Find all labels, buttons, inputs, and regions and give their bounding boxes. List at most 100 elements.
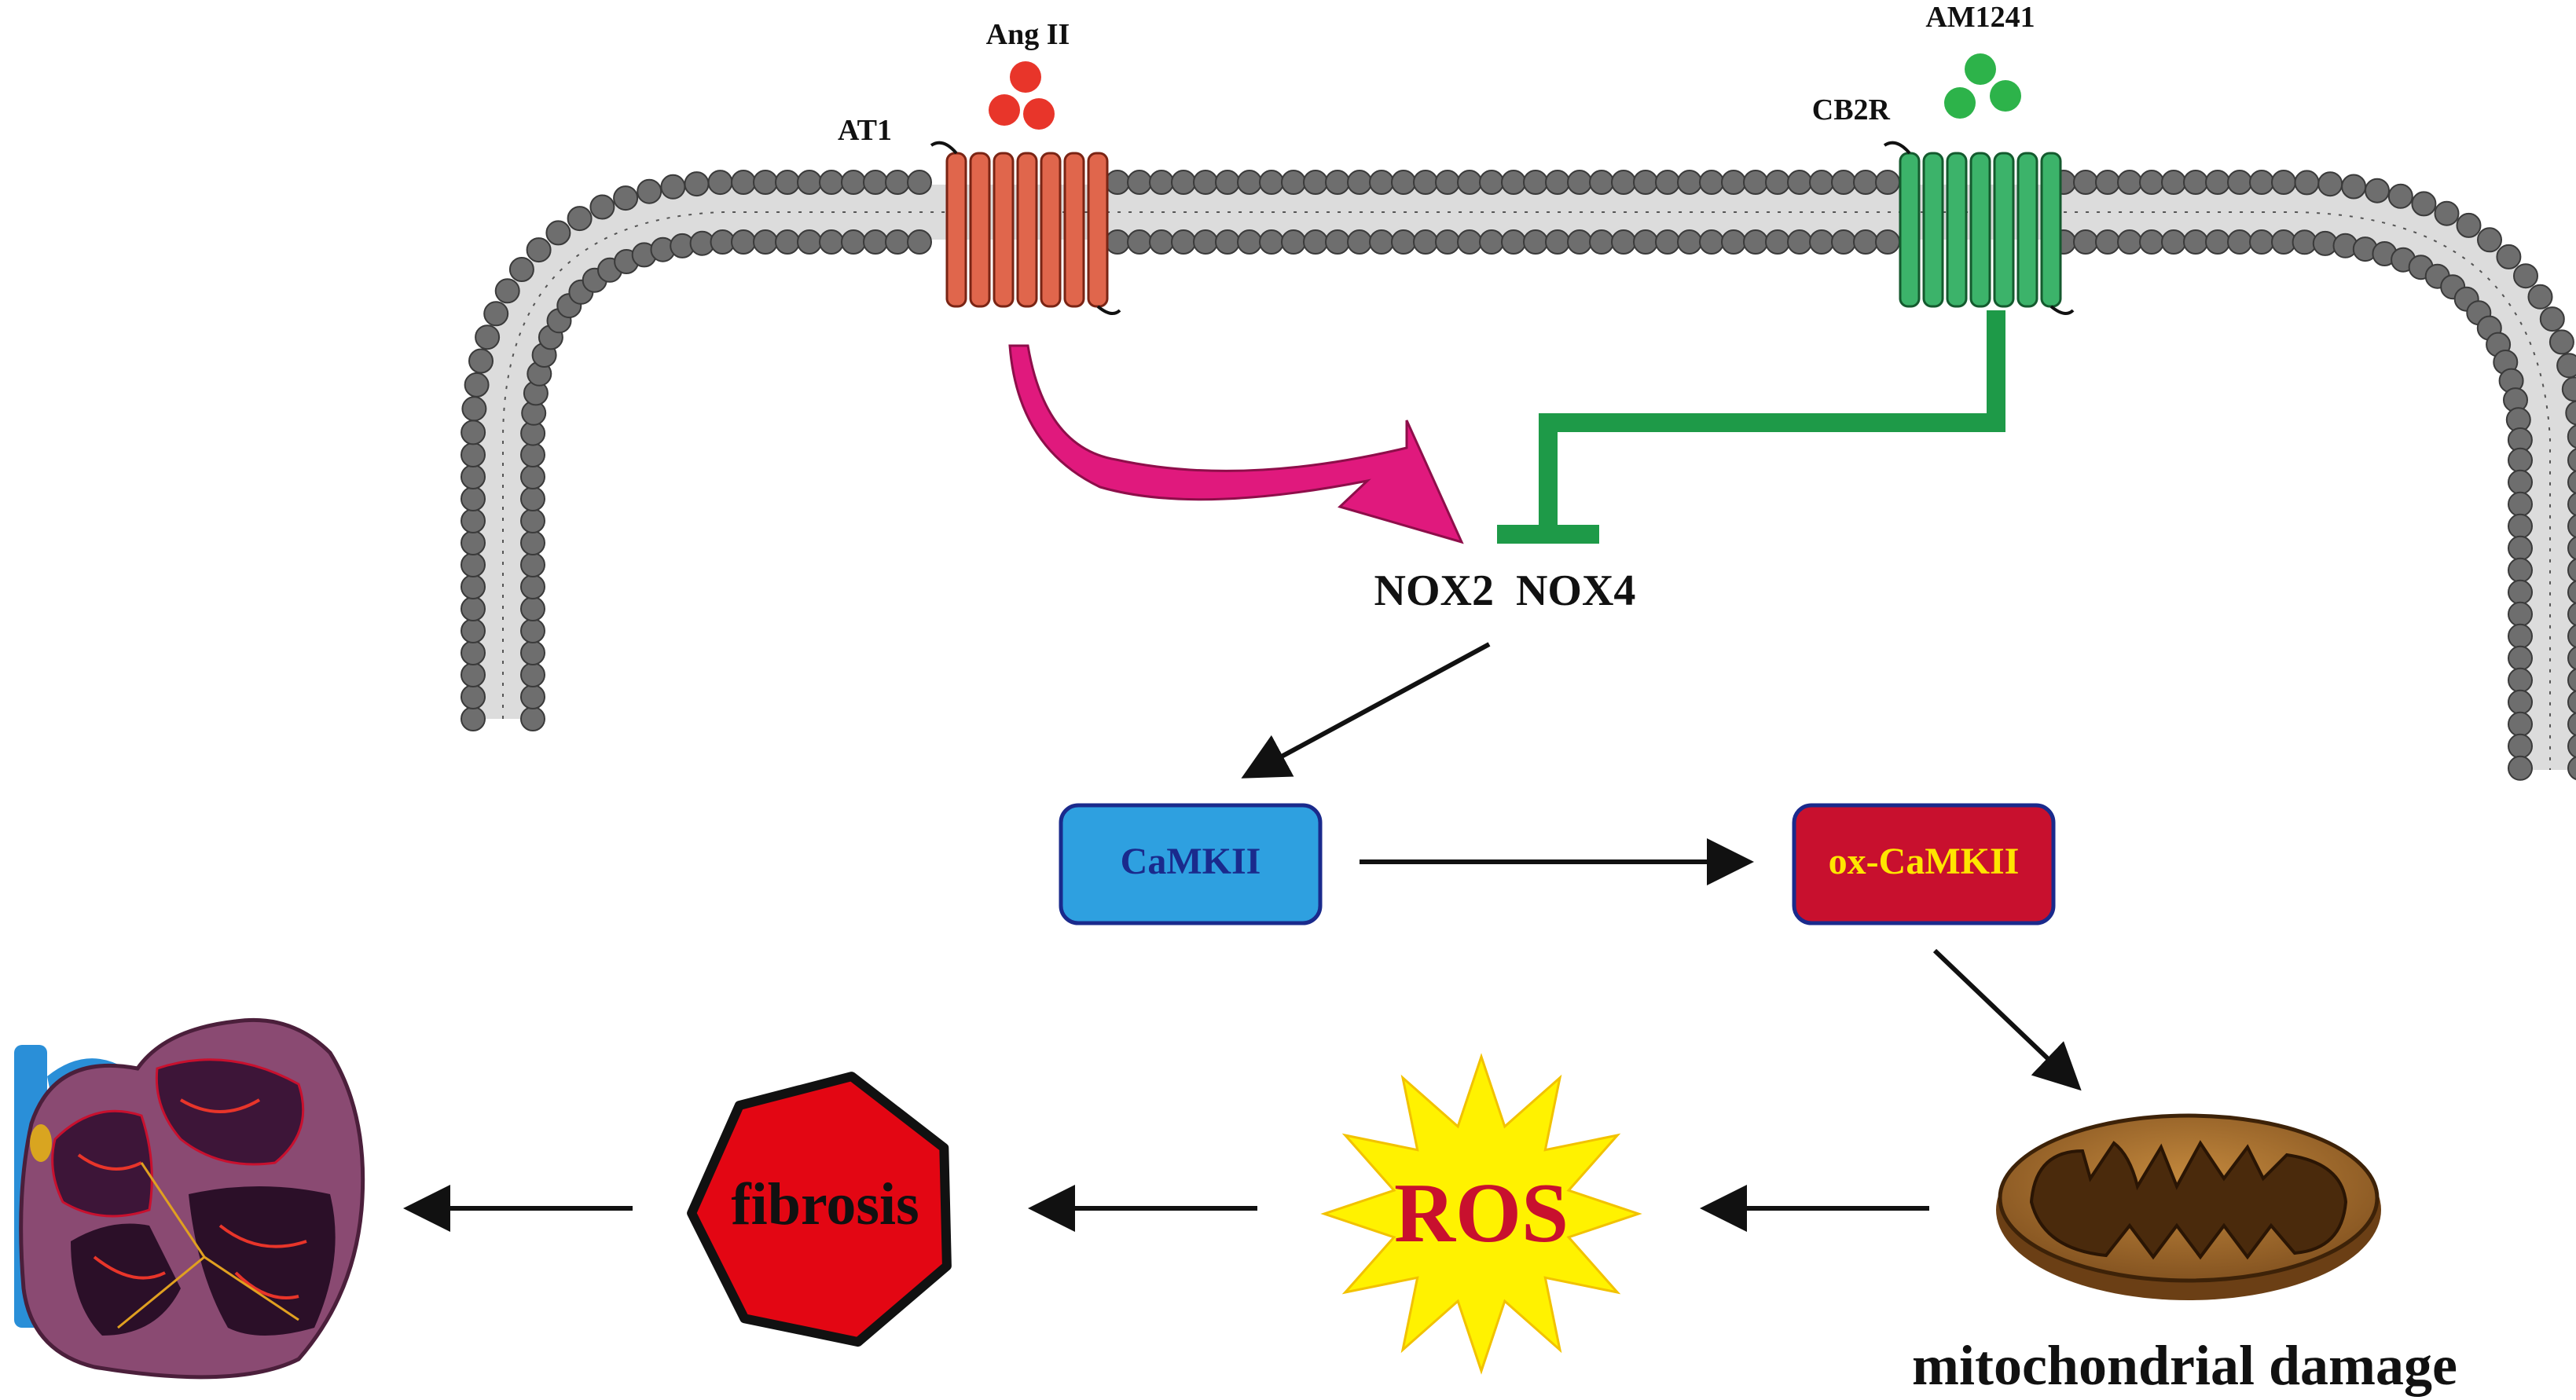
membrane-lipid-head xyxy=(461,508,486,533)
membrane-outer-heads xyxy=(461,170,2576,780)
inhibition-bar xyxy=(1497,525,1599,544)
membrane-lipid-head xyxy=(1765,170,1790,195)
membrane-bilayer-core xyxy=(475,185,2576,770)
membrane-lipid-head xyxy=(1457,229,1482,255)
membrane-lipid-head xyxy=(2508,557,2533,583)
membrane-lipid-head xyxy=(2567,536,2576,560)
membrane-lipid-head xyxy=(1633,229,1658,255)
membrane-lipid-head xyxy=(731,170,756,195)
membrane-lipid-head xyxy=(461,684,486,709)
membrane-lipid-head xyxy=(461,530,486,555)
membrane-lipid-head xyxy=(1303,170,1328,195)
membrane-lipid-head xyxy=(1501,229,1526,255)
membrane-lipid-head xyxy=(2477,227,2502,253)
membrane-lipid-head xyxy=(2496,244,2522,269)
membrane-lipid-head xyxy=(464,372,490,398)
membrane-lipid-head xyxy=(1127,229,1152,255)
membrane-lipid-tails xyxy=(502,211,2551,770)
membrane-lipid-head xyxy=(1347,170,1372,195)
membrane-lipid-head xyxy=(589,194,615,220)
membrane-lipid-head xyxy=(753,229,778,255)
am1241-molecule xyxy=(1944,87,1976,119)
membrane-lipid-head xyxy=(2513,263,2538,289)
membrane-lipid-head xyxy=(2205,229,2230,255)
membrane-lipid-head xyxy=(2161,170,2186,195)
transmembrane-helix xyxy=(945,152,967,308)
membrane-lipid-head xyxy=(2508,755,2533,781)
cell-membrane xyxy=(461,170,2576,781)
mitochondrial-damage-label: mitochondrial damage xyxy=(1912,1334,2457,1397)
membrane-lipid-head xyxy=(1787,170,1812,195)
membrane-lipid-head xyxy=(707,170,733,196)
membrane-lipid-head xyxy=(1809,229,1834,255)
ox-camkii-node: ox-CaMKII xyxy=(1792,803,2056,925)
membrane-lipid-head xyxy=(2508,469,2533,495)
membrane-lipid-head xyxy=(520,464,545,489)
membrane-lipid-head xyxy=(1457,170,1482,195)
membrane-lipid-head xyxy=(1369,170,1394,195)
membrane-lipid-head xyxy=(637,178,662,204)
membrane-lipid-head xyxy=(2317,171,2343,197)
am1241-molecule xyxy=(1990,80,2021,112)
transmembrane-helix xyxy=(2016,152,2038,308)
membrane-lipid-head xyxy=(520,596,545,621)
fibrosis-node: fibrosis xyxy=(687,1072,952,1347)
camkii-box xyxy=(1059,803,1323,925)
membrane-lipid-head xyxy=(775,229,800,255)
mitochondrion-cristae xyxy=(2029,1140,2348,1260)
membrane-lipid-head xyxy=(1611,229,1636,255)
membrane-lipid-head xyxy=(1567,170,1592,195)
membrane-lipid-head xyxy=(731,229,756,255)
membrane-lipid-head xyxy=(1611,170,1636,195)
membrane-lipid-head xyxy=(1325,229,1350,255)
membrane-lipid-head xyxy=(2117,229,2142,255)
nox-to-camkii-arrow xyxy=(1241,642,1491,779)
ox-to-mito-arrow xyxy=(1932,948,2082,1091)
fibrosis-label: fibrosis xyxy=(731,1171,919,1237)
heart-conduction-fibers xyxy=(77,1098,307,1299)
membrane-inner-heads xyxy=(520,229,2533,781)
membrane-lipid-head xyxy=(1831,229,1856,255)
membrane-lipid-head xyxy=(2508,513,2533,539)
membrane-lipid-head xyxy=(545,220,571,246)
membrane-lipid-head xyxy=(1215,229,1240,255)
membrane-lipid-head xyxy=(2567,558,2576,582)
membrane-lipid-head xyxy=(1545,229,1570,255)
membrane-lipid-head xyxy=(567,206,593,232)
ang-activation-arrow xyxy=(1008,344,1464,544)
membrane-lipid-head xyxy=(2548,329,2574,355)
membrane-lipid-head xyxy=(2567,580,2576,604)
membrane-lipid-head xyxy=(2527,284,2553,310)
membrane-lipid-head xyxy=(1853,170,1878,195)
inhibition-line xyxy=(1497,310,2005,544)
membrane-lipid-head xyxy=(1171,229,1196,255)
membrane-lipid-head xyxy=(2567,712,2576,736)
membrane-lipid-head xyxy=(2205,170,2230,195)
membrane-lipid-head xyxy=(1765,229,1790,255)
membrane-lipid-head xyxy=(461,396,487,422)
ox-camkii-label: ox-CaMKII xyxy=(1829,841,2020,882)
membrane-lipid-head xyxy=(1171,170,1196,195)
membrane-lipid-head xyxy=(2508,623,2533,649)
membrane-lipid-head xyxy=(1105,229,1130,255)
membrane-lipid-head xyxy=(2508,447,2533,473)
at1-label: AT1 xyxy=(838,114,892,147)
nox-label: NOX2 NOX4 xyxy=(1374,566,1636,615)
membrane-lipid-head xyxy=(1809,170,1834,195)
membrane-lipid-head xyxy=(468,348,494,374)
membrane-lipid-head xyxy=(2508,711,2533,737)
membrane-lipid-head xyxy=(1545,170,1570,195)
membrane-lipid-head xyxy=(2183,229,2208,255)
membrane-lipid-head xyxy=(907,170,932,195)
membrane-lipid-head xyxy=(1413,170,1438,195)
flow-arrows xyxy=(403,642,2082,1232)
membrane-lipid-head xyxy=(2161,229,2186,255)
heart-right-ventricle xyxy=(189,1186,336,1336)
membrane-lipid-head xyxy=(1391,170,1416,195)
membrane-lipid-head xyxy=(461,640,486,665)
membrane-lipid-head xyxy=(2387,183,2413,209)
membrane-lipid-head xyxy=(2567,668,2576,692)
membrane-lipid-head xyxy=(753,170,778,195)
membrane-lipid-head xyxy=(2567,646,2576,670)
membrane-lipid-head xyxy=(797,229,822,255)
